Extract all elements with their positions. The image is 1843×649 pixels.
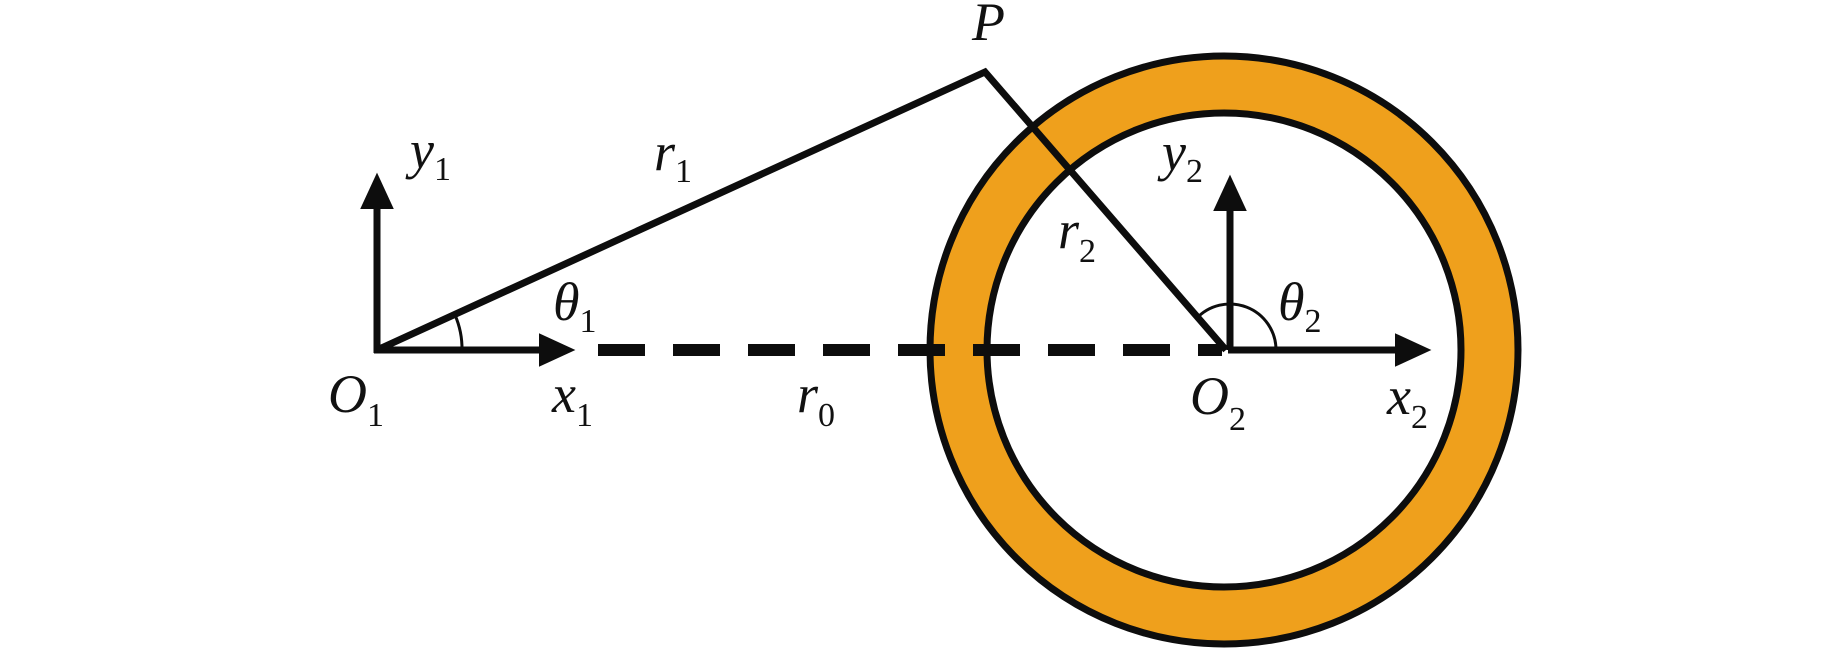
label-y1: y1 [405, 120, 451, 188]
label-theta2: θ2 [1278, 272, 1322, 340]
label-x1: x1 [551, 364, 593, 434]
label-r1: r1 [654, 122, 692, 190]
label-P: P [971, 0, 1005, 52]
outer-circle [930, 56, 1518, 644]
theta1-arc [453, 314, 464, 351]
label-O2: O2 [1190, 366, 1246, 438]
label-O1: O1 [328, 364, 384, 434]
label-x2: x2 [1386, 366, 1428, 436]
label-theta1: θ1 [553, 272, 597, 340]
theta2-arc [1194, 302, 1278, 351]
label-r0: r0 [797, 364, 835, 434]
label-r2: r2 [1058, 200, 1096, 270]
label-y2: y2 [1157, 122, 1203, 190]
r1-r2-lines [375, 67, 1229, 354]
